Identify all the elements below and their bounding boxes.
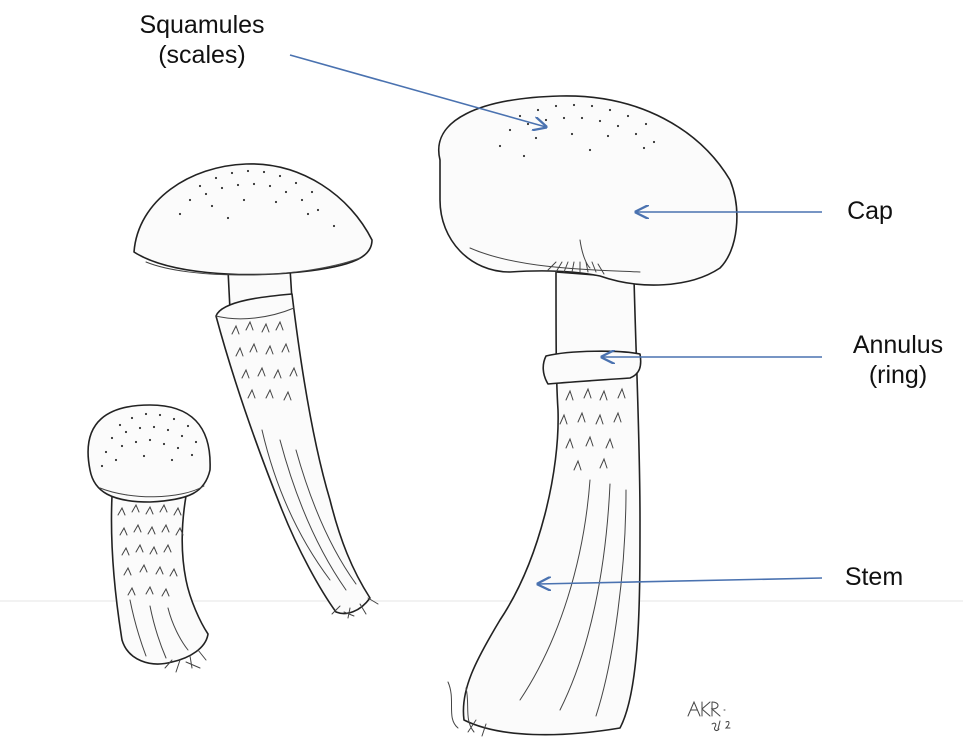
squamules-label-line1: Squamules [112,10,292,40]
artist-signature [688,702,730,730]
squamules-label: Squamules (scales) [112,10,292,70]
squamules-arrow [290,55,546,127]
stem-label: Stem [832,562,916,592]
stem-label-text: Stem [832,562,916,592]
cap-label: Cap [835,196,905,226]
large-mushroom [439,96,737,736]
squamules-label-line2: (scales) [112,40,292,70]
annulus-label: Annulus (ring) [836,330,960,390]
annulus-label-line1: Annulus [836,330,960,360]
annulus-label-line2: (ring) [836,360,960,390]
small-mushroom [88,405,210,672]
cap-label-text: Cap [835,196,905,226]
